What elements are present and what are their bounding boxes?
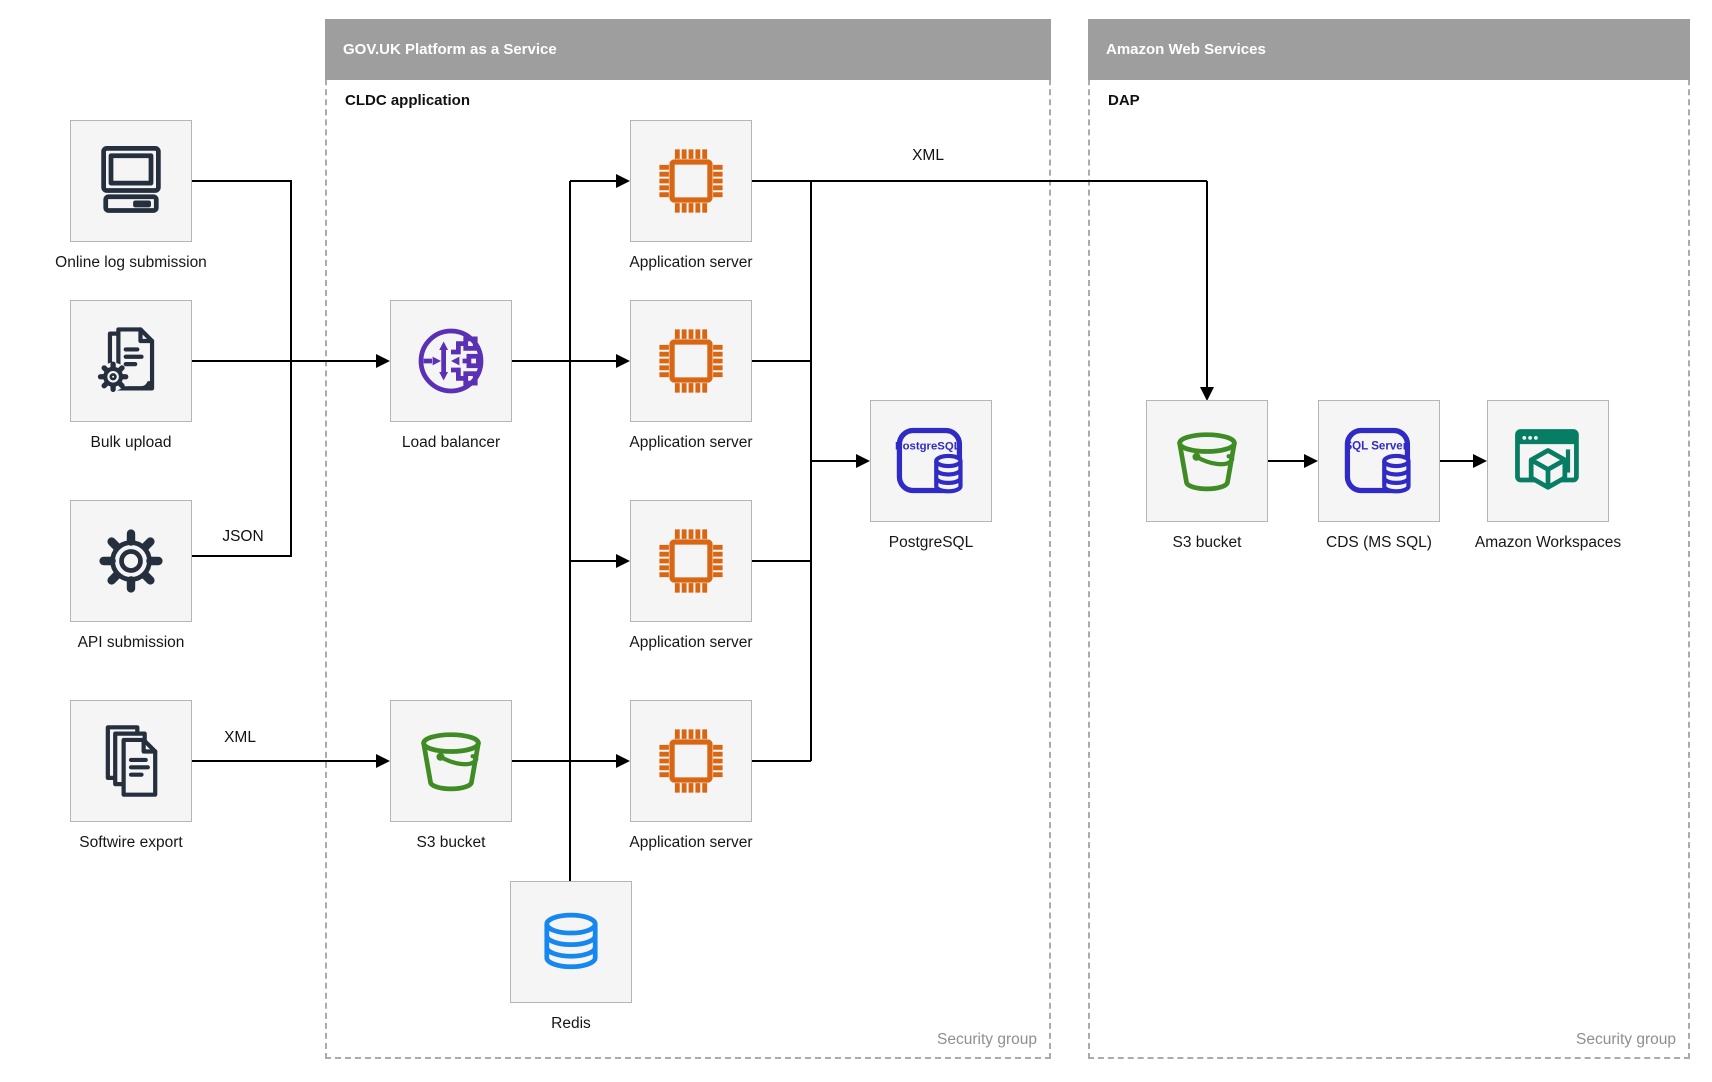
node-load-balancer: Load balancer xyxy=(351,300,551,452)
node-label: Online log submission xyxy=(55,254,207,271)
aws-security-group-container: Amazon Web Services DAP Security group xyxy=(1088,19,1690,1059)
gear-icon xyxy=(99,529,163,593)
node-box: SQL Server xyxy=(1318,400,1440,522)
node-label: Redis xyxy=(551,1015,591,1032)
node-label: Application server xyxy=(629,254,753,271)
node-label: S3 bucket xyxy=(1172,534,1242,551)
node-box xyxy=(70,500,192,622)
node-bulk-upload: Bulk upload xyxy=(31,300,231,452)
node-box xyxy=(70,300,192,422)
node-box: PostgreSQL xyxy=(870,400,992,522)
edge-label-json: JSON xyxy=(222,528,264,545)
chip-icon xyxy=(659,529,723,593)
node-box xyxy=(1146,400,1268,522)
edge-label-xml-app: XML xyxy=(912,147,944,164)
chip-icon xyxy=(659,729,723,793)
node-label: Amazon Workspaces xyxy=(1474,534,1622,551)
paas-header-bar: GOV.UK Platform as a Service xyxy=(325,19,1051,80)
node-api-submission: API submission xyxy=(31,500,231,652)
node-application-server-1: Application server xyxy=(591,120,791,272)
node-label: Application server xyxy=(629,434,753,451)
node-redis: Redis xyxy=(471,881,671,1033)
node-postgresql: PostgreSQL PostgreSQL xyxy=(831,400,1031,552)
postgresql-database-icon: PostgreSQL xyxy=(895,427,963,494)
paas-security-group-container: GOV.UK Platform as a Service CLDC applic… xyxy=(325,19,1051,1059)
node-label: Application server xyxy=(629,834,753,851)
node-application-server-4: Application server xyxy=(591,700,791,852)
node-label: Load balancer xyxy=(401,434,501,451)
node-s3-bucket-aws: S3 bucket xyxy=(1107,400,1307,552)
edge-label-xml-softwire: XML xyxy=(224,729,256,746)
node-online-log-submission: Online log submission xyxy=(31,120,231,272)
node-box xyxy=(630,120,752,242)
aws-header-bar: Amazon Web Services xyxy=(1088,19,1690,80)
s3-bucket-icon xyxy=(421,732,481,792)
node-box xyxy=(630,700,752,822)
paas-security-group-label: Security group xyxy=(937,1031,1037,1048)
node-box xyxy=(1487,400,1609,522)
s3-bucket-icon xyxy=(1177,432,1237,492)
document-gear-icon xyxy=(97,327,155,393)
database-cylinder-icon xyxy=(544,912,598,970)
node-cds-ms-sql: SQL Server CDS (MS SQL) xyxy=(1279,400,1479,552)
aws-security-group-label: Security group xyxy=(1576,1031,1676,1048)
node-box xyxy=(390,300,512,422)
sql-server-icon-text: SQL Server xyxy=(1344,440,1407,452)
node-label: PostgreSQL xyxy=(888,534,974,551)
chip-icon xyxy=(659,329,723,393)
node-s3-bucket-paas: S3 bucket xyxy=(351,700,551,852)
node-amazon-workspaces: Amazon Workspaces xyxy=(1448,400,1648,552)
node-box xyxy=(510,881,632,1003)
node-box xyxy=(390,700,512,822)
aws-sublabel: DAP xyxy=(1108,92,1140,109)
node-application-server-2: Application server xyxy=(591,300,791,452)
documents-stack-icon xyxy=(105,725,158,797)
node-label: Bulk upload xyxy=(90,434,172,451)
node-box xyxy=(630,500,752,622)
node-label: S3 bucket xyxy=(416,834,486,851)
load-balancer-icon xyxy=(418,328,484,394)
node-box xyxy=(70,120,192,242)
node-box xyxy=(630,300,752,422)
paas-sublabel: CLDC application xyxy=(345,92,471,109)
node-softwire-export: Softwire export xyxy=(31,700,231,852)
node-label: Softwire export xyxy=(79,834,183,851)
node-label: CDS (MS SQL) xyxy=(1326,534,1432,551)
chip-icon xyxy=(659,149,723,213)
node-application-server-3: Application server xyxy=(591,500,791,652)
postgresql-icon-text: PostgreSQL xyxy=(895,440,961,452)
node-label: API submission xyxy=(77,634,185,651)
sql-server-database-icon: SQL Server xyxy=(1344,427,1411,494)
desktop-computer-icon xyxy=(101,146,161,213)
node-box xyxy=(70,700,192,822)
node-label: Application server xyxy=(629,634,753,651)
amazon-workspaces-icon xyxy=(1515,429,1579,490)
